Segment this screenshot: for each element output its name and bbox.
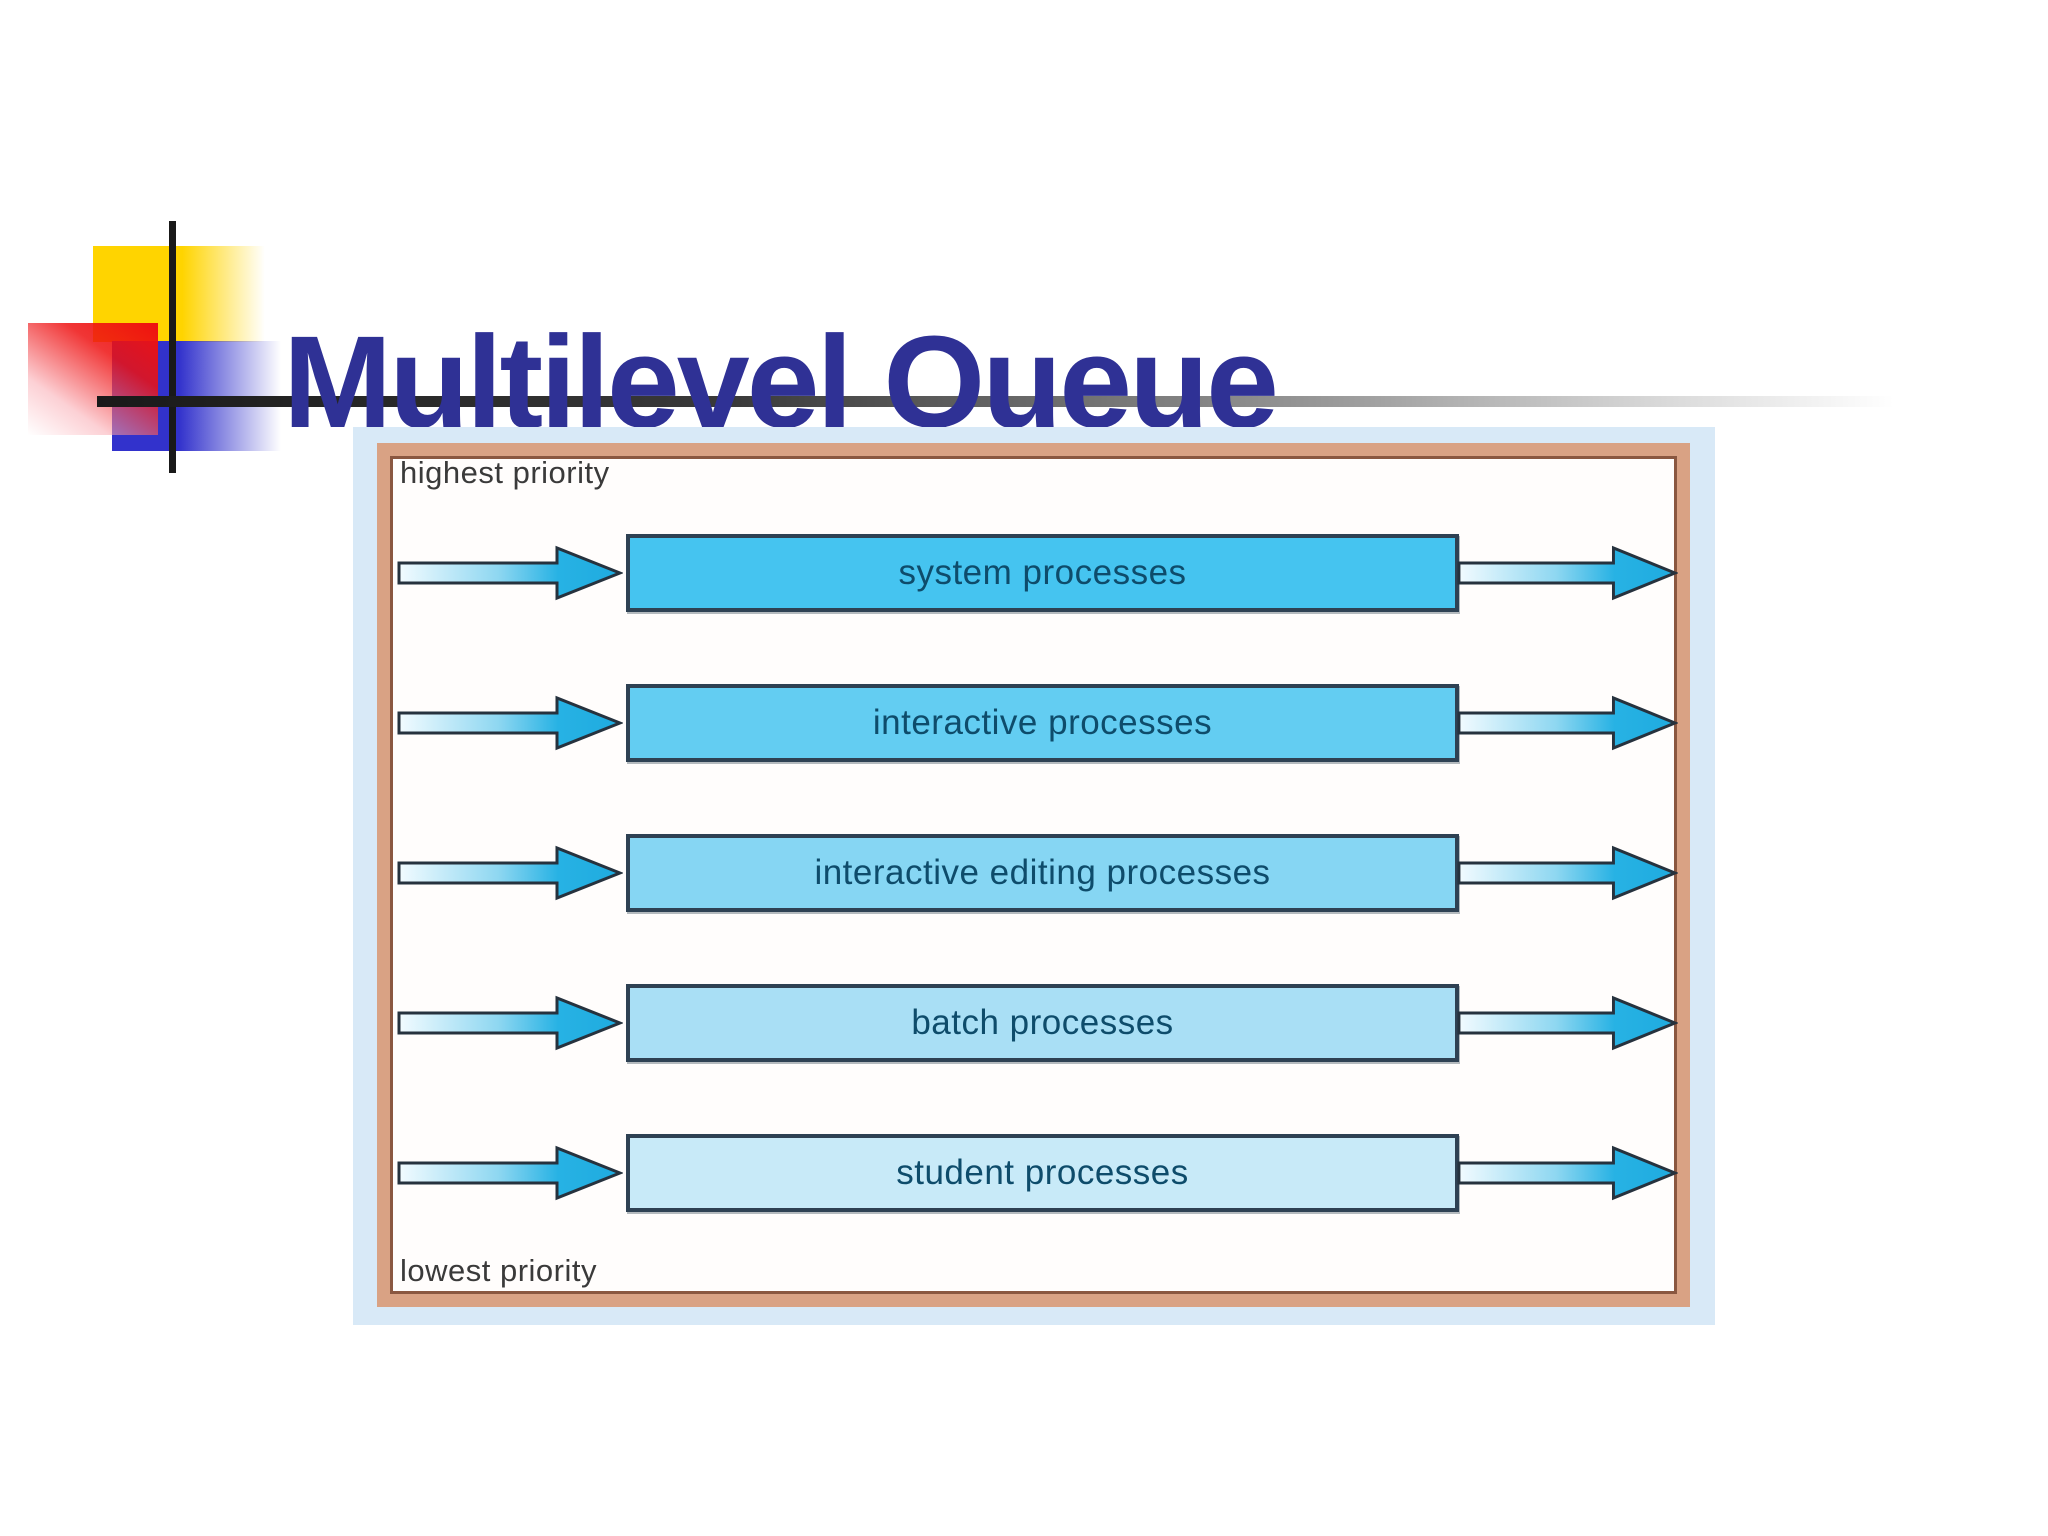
lowest-priority-label: lowest priority xyxy=(400,1253,597,1288)
queue-box: interactive processes xyxy=(626,684,1459,762)
queue-row: interactive processes xyxy=(393,684,1678,762)
queue-box: batch processes xyxy=(626,984,1459,1062)
queue-label: interactive editing processes xyxy=(814,853,1271,892)
inflow-arrow-icon xyxy=(397,695,623,751)
outflow-arrow-icon xyxy=(1457,695,1678,751)
inflow-arrow-icon xyxy=(397,545,623,601)
queue-row: system processes xyxy=(393,534,1678,612)
queue-row: batch processes xyxy=(393,984,1678,1062)
title-rule xyxy=(97,396,1912,407)
outflow-arrow-icon xyxy=(1457,845,1678,901)
queue-label: system processes xyxy=(898,553,1187,592)
slide-title: Multilevel Queue xyxy=(283,307,1279,455)
outflow-arrow-icon xyxy=(1457,1145,1678,1201)
queue-row: interactive editing processes xyxy=(393,834,1678,912)
queue-label: interactive processes xyxy=(872,703,1213,742)
queue-label: student processes xyxy=(896,1153,1189,1192)
queue-row: student processes xyxy=(393,1134,1678,1212)
queue-label: batch processes xyxy=(911,1003,1174,1042)
queue-box: interactive editing processes xyxy=(626,834,1459,912)
highest-priority-label: highest priority xyxy=(400,455,610,490)
diagram-panel: highest priority system processes intera… xyxy=(353,427,1715,1325)
inflow-arrow-icon xyxy=(397,995,623,1051)
queue-box: student processes xyxy=(626,1134,1459,1212)
outflow-arrow-icon xyxy=(1457,545,1678,601)
cross-vertical-line xyxy=(169,221,176,473)
diagram-frame: highest priority system processes intera… xyxy=(377,443,1690,1307)
inflow-arrow-icon xyxy=(397,845,623,901)
queue-box: system processes xyxy=(626,534,1459,612)
red-square xyxy=(28,323,158,435)
outflow-arrow-icon xyxy=(1457,995,1678,1051)
diagram-area: highest priority system processes intera… xyxy=(393,455,1678,1291)
inflow-arrow-icon xyxy=(397,1145,623,1201)
